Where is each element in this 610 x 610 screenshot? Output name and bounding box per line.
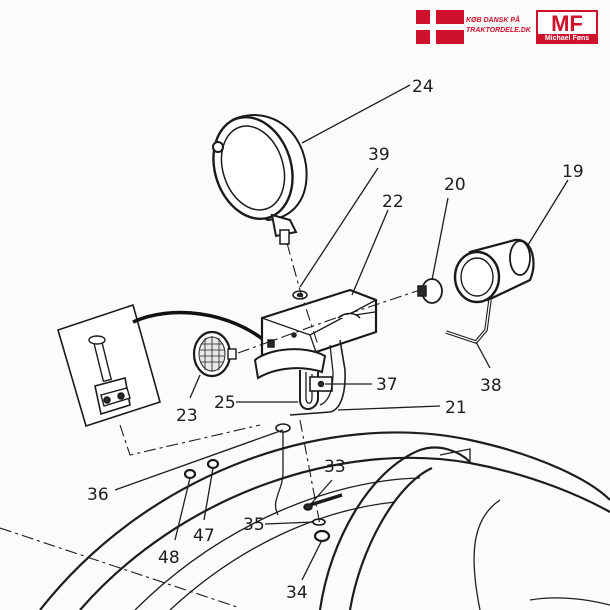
mf-logo: MF Michael Føns — [536, 10, 598, 44]
callout-21: 21 — [445, 398, 467, 418]
callout-47: 47 — [193, 526, 215, 546]
small-lamp-23 — [192, 330, 237, 378]
callout-35: 35 — [243, 515, 265, 535]
callout-20: 20 — [444, 175, 466, 195]
headlamp-24 — [212, 114, 308, 245]
callout-24: 24 — [412, 77, 434, 97]
rear-lamp-19 — [453, 238, 535, 304]
callout-39: 39 — [368, 145, 390, 165]
callout-36: 36 — [87, 485, 109, 505]
wire-38 — [445, 299, 492, 345]
callout-33: 33 — [324, 457, 346, 477]
mf-logo-letters: MF — [551, 11, 583, 36]
fender — [0, 431, 610, 610]
mf-logo-name: Michael Føns — [538, 34, 596, 43]
inset-detail-box — [57, 303, 261, 456]
callout-48: 48 — [158, 548, 180, 568]
shop-slogan: KØB DANSK PÅ TRAKTORDELE.DK — [466, 16, 538, 36]
callout-labels: 24 39 22 20 19 23 25 37 21 38 36 33 47 3… — [87, 77, 584, 603]
bracket-22 — [253, 288, 378, 380]
leader-lines — [114, 84, 569, 581]
callout-25: 25 — [214, 393, 236, 413]
callout-19: 19 — [562, 162, 584, 182]
fastener-stack — [274, 432, 343, 543]
callout-38: 38 — [480, 376, 502, 396]
callout-22: 22 — [382, 192, 404, 212]
wiring-clamps — [289, 339, 346, 416]
washer-39 — [292, 290, 308, 300]
danish-flag-icon — [416, 10, 464, 44]
cable — [132, 310, 272, 347]
callout-23: 23 — [176, 406, 198, 426]
bulb-20 — [417, 278, 443, 304]
slogan-line-1: KØB DANSK PÅ — [466, 17, 521, 24]
slogan-line-2: TRAKTORDELE.DK — [466, 27, 531, 34]
callout-34: 34 — [286, 583, 308, 603]
callout-37: 37 — [376, 375, 398, 395]
